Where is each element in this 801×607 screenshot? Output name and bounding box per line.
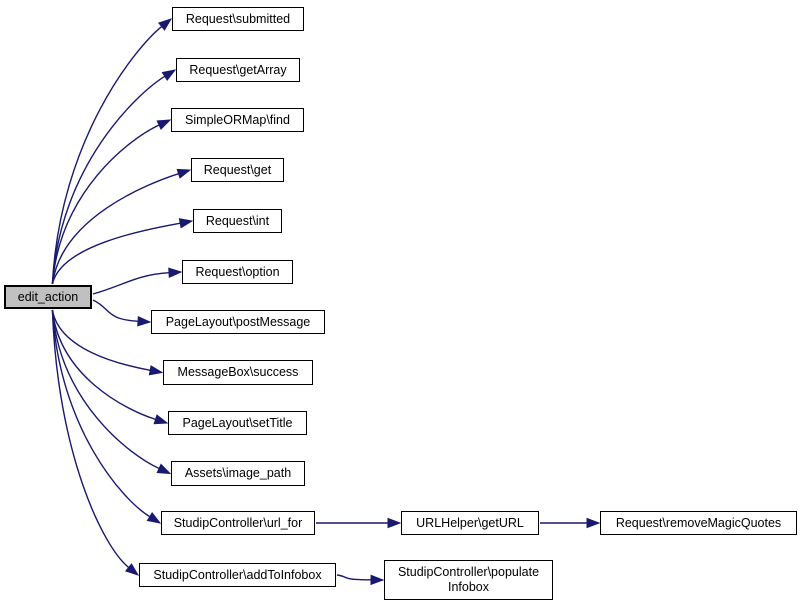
node-messagebox-success[interactable]: MessageBox\success — [163, 360, 313, 385]
edge-edit-action-to-pagelayout-settitle — [51, 309, 156, 421]
node-label: StudipController\addToInfobox — [153, 567, 322, 582]
node-label: URLHelper\getURL — [416, 515, 524, 530]
node-request-submitted[interactable]: Request\submitted — [172, 7, 304, 31]
node-request-option[interactable]: Request\option — [182, 260, 293, 284]
edge-edit-action-to-request-getarray — [51, 75, 166, 285]
node-assets-image-path[interactable]: Assets\image_path — [171, 461, 305, 486]
arrowhead-request-get — [176, 168, 192, 179]
edge-edit-action-to-request-option — [92, 272, 170, 295]
edge-edit-action-to-pagelayout-postmessage — [92, 299, 139, 322]
node-label: Request\int — [205, 213, 270, 228]
node-label: StudipController\url_for — [173, 515, 303, 530]
node-request-int[interactable]: Request\int — [193, 209, 282, 233]
node-pagelayout-settitle[interactable]: PageLayout\setTitle — [168, 411, 307, 435]
arrowhead-request-submitted — [157, 18, 173, 31]
node-label: SimpleORMap\find — [185, 112, 290, 127]
node-label-line: Infobox — [447, 580, 489, 594]
edge-edit-action-to-request-int — [51, 222, 181, 285]
node-pagelayout-postmessage[interactable]: PageLayout\postMessage — [151, 310, 325, 334]
node-request-removemagicquotes[interactable]: Request\removeMagicQuotes — [600, 511, 797, 535]
arrowhead-messagebox-success — [148, 365, 164, 376]
node-label: PageLayout\setTitle — [182, 415, 293, 430]
edge-edit-action-to-studipcontroller-url-for — [51, 309, 151, 518]
node-urlhelper-geturl[interactable]: URLHelper\getURL — [401, 511, 539, 535]
node-label: Request\getArray — [189, 62, 287, 77]
arrowhead-pagelayout-postmessage — [137, 316, 152, 327]
node-label: Request\get — [203, 162, 272, 177]
arrowhead-urlhelper-geturl — [387, 517, 402, 529]
arrowhead-request-removemagicquotes — [586, 517, 601, 529]
node-label: MessageBox\success — [177, 365, 299, 379]
arrowhead-pagelayout-settitle — [153, 414, 169, 425]
edge-edit-action-to-request-submitted — [51, 25, 163, 285]
node-request-getarray[interactable]: Request\getArray — [176, 58, 300, 82]
node-label: edit_action — [17, 289, 79, 304]
node-label: Assets\image_path — [184, 466, 292, 480]
arrowhead-studipcontroller-populateinfobox — [370, 574, 385, 586]
edge-edit-action-to-messagebox-success — [51, 309, 151, 371]
edge-edit-action-to-request-get — [51, 172, 179, 285]
arrowhead-simpleormap-find — [156, 119, 172, 130]
node-request-get[interactable]: Request\get — [191, 158, 284, 182]
node-label: Request\option — [195, 264, 280, 279]
arrowhead-studipcontroller-url-for — [146, 511, 162, 524]
node-simpleormap-find[interactable]: SimpleORMap\find — [171, 108, 304, 132]
edge-edit-action-to-studipcontroller-addtoinfobox — [51, 309, 130, 569]
edge-edit-action-to-assets-image-path — [51, 309, 160, 470]
node-edit-action: edit_action — [4, 285, 92, 309]
arrowhead-studipcontroller-addtoinfobox — [124, 563, 140, 576]
arrowhead-request-int — [178, 218, 194, 229]
arrowhead-request-option — [168, 267, 183, 278]
edge-studipcontroller-addtoinfobox-to-studipcontroller-populateinfobox — [336, 574, 372, 581]
arrowhead-assets-image-path — [156, 463, 172, 475]
edge-edit-action-to-simpleormap-find — [51, 124, 160, 285]
node-label: Request\removeMagicQuotes — [615, 515, 782, 530]
node-studipcontroller-addtoinfobox[interactable]: StudipController\addToInfobox — [139, 563, 336, 587]
node-label-line: StudipController\populate — [397, 565, 540, 579]
arrowhead-request-getarray — [161, 69, 177, 82]
node-label: PageLayout\postMessage — [165, 314, 311, 329]
node-label: Request\submitted — [185, 11, 291, 26]
node-studipcontroller-url-for[interactable]: StudipController\url_for — [161, 511, 315, 535]
